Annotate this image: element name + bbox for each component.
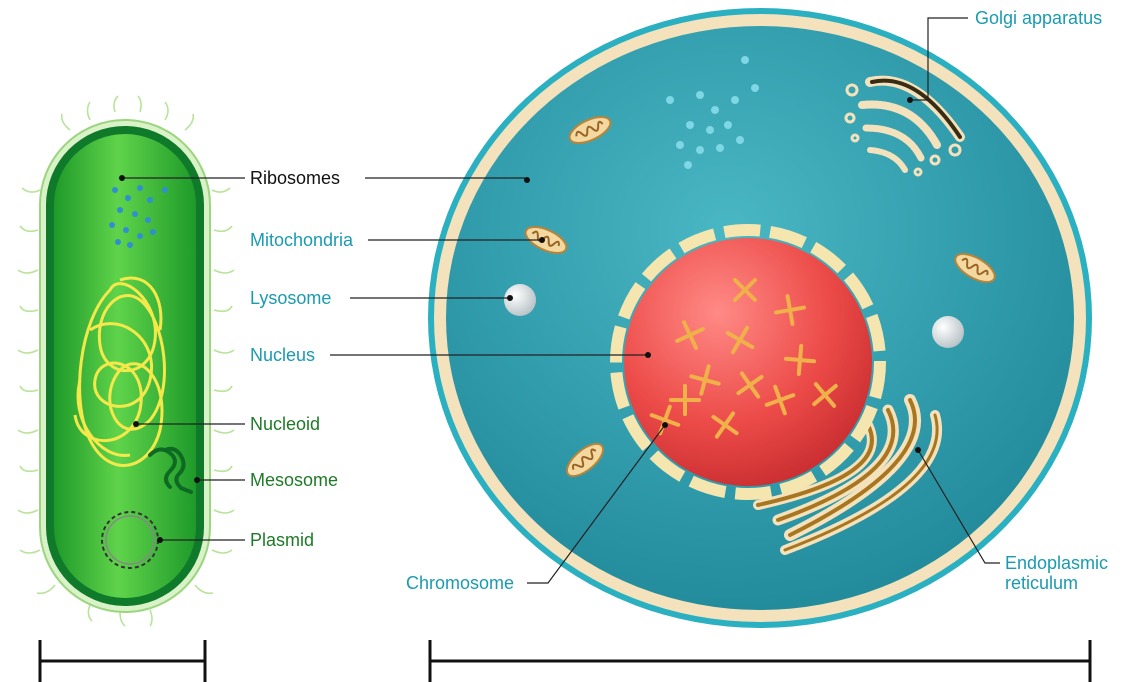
scale-brackets [40,640,1090,682]
bacterium-cell-icon [18,96,234,626]
animal-cell-icon [428,8,1092,628]
label-er-line2: reticulum [1005,573,1145,593]
label-er-line1: Endoplasmic [1005,553,1145,573]
label-lysosome: Lysosome [250,288,331,308]
label-nucleoid: Nucleoid [250,414,320,434]
label-nucleus: Nucleus [250,345,315,365]
label-mitochondria: Mitochondria [250,230,353,250]
lysosome [932,316,964,348]
label-mesosome: Mesosome [250,470,338,490]
label-golgi-apparatus: Golgi apparatus [975,8,1102,28]
label-plasmid: Plasmid [250,530,314,550]
label-endoplasmic-reticulum: Endoplasmic reticulum [1005,553,1145,593]
prokaryote-scale-bar [40,640,205,682]
eukaryote-scale-bar [430,640,1090,682]
label-ribosomes: Ribosomes [250,168,340,188]
nucleus [624,238,872,486]
label-chromosome: Chromosome [406,573,514,593]
